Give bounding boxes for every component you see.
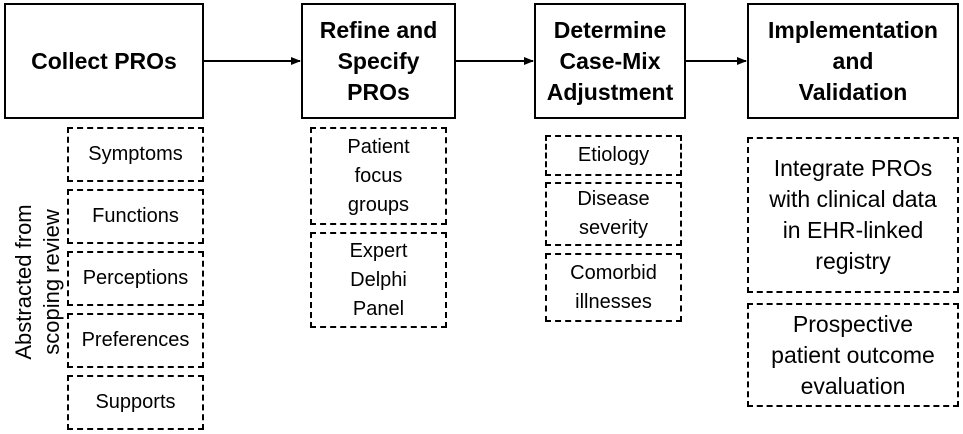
implementation-item-integrate-pros: Integrate PROs with clinical data in EHR…	[747, 137, 959, 293]
side-label-abstracted: Abstracted from scoping review	[11, 204, 64, 360]
step-case-mix-adjustment: Determine Case-Mix Adjustment	[534, 3, 686, 119]
refine-item-expert-delphi-panel: Expert Delphi Panel	[310, 232, 447, 328]
collect-item-perceptions: Perceptions	[67, 251, 204, 306]
step-refine-specify-pros: Refine and Specify PROs	[301, 3, 456, 119]
casemix-item-etiology: Etiology	[545, 135, 682, 176]
implementation-item-prospective-evaluation: Prospective patient outcome evaluation	[747, 303, 959, 407]
step-refine-specify-pros-label: Refine and Specify PROs	[319, 16, 438, 105]
collect-item-preferences: Preferences	[67, 313, 204, 368]
refine-item-patient-focus-groups: Patient focus groups	[310, 127, 447, 225]
casemix-item-comorbid-illnesses: Comorbid illnesses	[545, 253, 682, 322]
step-implementation-validation: Implementation and Validation	[747, 3, 959, 119]
collect-item-symptoms: Symptoms	[67, 127, 204, 182]
step-implementation-validation-label: Implementation and Validation	[768, 16, 938, 105]
collect-item-supports: Supports	[67, 375, 204, 430]
collect-item-functions: Functions	[67, 189, 204, 244]
step-collect-pros-label: Collect PROs	[31, 47, 177, 74]
step-collect-pros: Collect PROs	[4, 3, 204, 119]
casemix-item-disease-severity: Disease severity	[545, 182, 682, 246]
step-case-mix-adjustment-label: Determine Case-Mix Adjustment	[546, 16, 674, 105]
